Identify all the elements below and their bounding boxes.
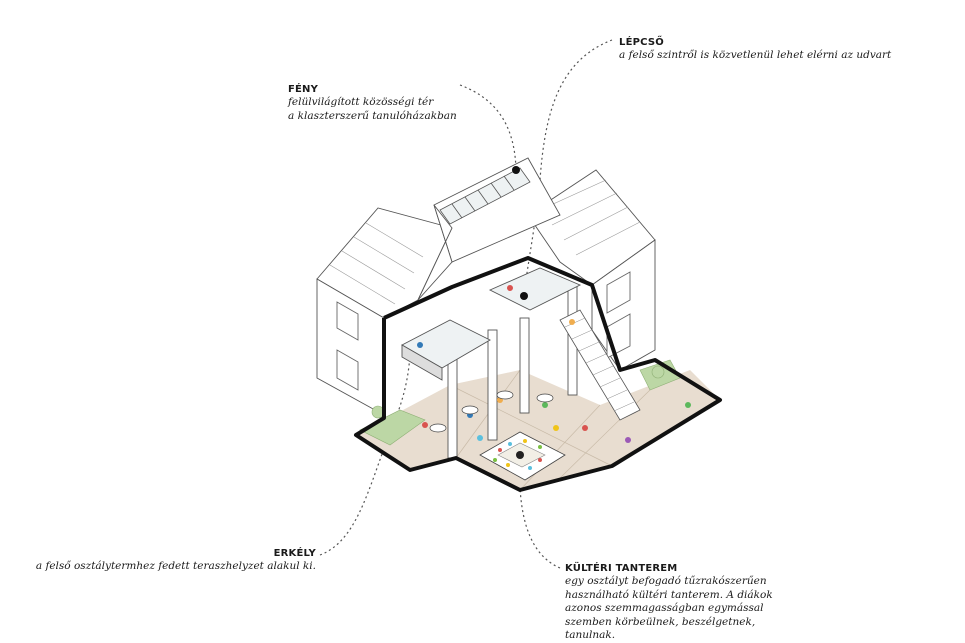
marker-dots: [512, 166, 528, 300]
right-house: [527, 169, 656, 371]
annotation-title: FÉNY: [288, 84, 319, 95]
annotation-line: felülvilágított közösségi tér: [288, 96, 434, 108]
floor-grid: [449, 369, 651, 491]
middle-roof: [417, 157, 561, 301]
annotation-line: a klaszterszerű tanulóházakban: [288, 109, 457, 122]
annotation-line: a felső osztálytermhez fedett teraszhely…: [35, 560, 316, 572]
annotation-line: tanulnak.: [565, 629, 616, 641]
annotation-title: KÜLTÉRI TANTEREM: [565, 563, 678, 574]
annotation-line: egy osztályt befogadó tűzrakószerűen: [565, 575, 767, 587]
leader-feny: [459, 84, 517, 171]
annotation-line: használható kültéri tanterem. A diákok: [565, 588, 773, 601]
annotation-feny: FÉNY felülvilágított közösségi tér a kla…: [288, 83, 457, 123]
outdoor-classroom: [479, 431, 566, 481]
leader-kulteri: [519, 487, 561, 569]
annotation-kulteri: KÜLTÉRI TANTEREM egy osztályt befogadó t…: [565, 562, 773, 643]
people: [417, 285, 691, 443]
annotation-lepcso: LÉPCSŐ a felső szintről is közvetlenül l…: [619, 36, 891, 63]
annotation-title: ERKÉLY: [273, 548, 316, 559]
courtyard-outline: [354, 256, 722, 492]
leader-lines: [319, 39, 613, 569]
annotation-title: LÉPCSŐ: [619, 37, 664, 48]
marker-skylight: [512, 166, 520, 174]
tables: [429, 390, 554, 433]
annotation-line: szemben körbeülnek, beszélgetnek,: [565, 615, 756, 628]
left-house: [316, 207, 453, 416]
leader-erkely: [319, 347, 411, 556]
annotation-erkely: ERKÉLY a felső osztálytermhez fedett ter…: [0, 547, 316, 574]
annotation-line: a felső szintről is közvetlenül lehet el…: [619, 49, 892, 61]
skylight: [439, 167, 531, 225]
staircase: [559, 309, 641, 421]
annotation-line: azonos szemmagasságban egymással: [565, 602, 764, 614]
marker-stair: [520, 292, 528, 300]
